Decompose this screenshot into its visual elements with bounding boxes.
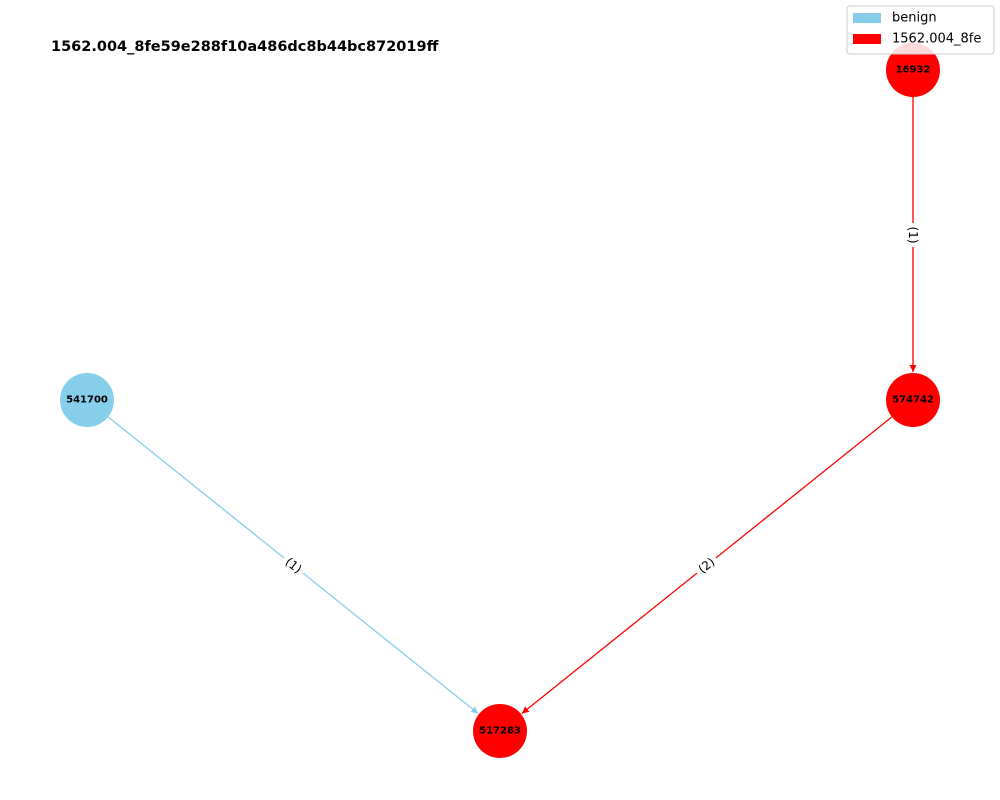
- node-circle[interactable]: [60, 373, 114, 427]
- edge-16932-574742: (1): [905, 97, 921, 372]
- node-circle[interactable]: [473, 704, 527, 758]
- graph-title: 1562.004_8fe59e288f10a486dc8b44bc872019f…: [51, 39, 439, 55]
- node-label: 16932: [896, 65, 931, 76]
- node-circle[interactable]: [886, 373, 940, 427]
- legend-swatch: [853, 13, 881, 23]
- edges-layer: (1)(2)(1): [107, 97, 921, 714]
- node-16932[interactable]: 16932: [886, 43, 940, 97]
- node-541700[interactable]: 541700: [60, 373, 114, 427]
- edge-label-background: [279, 551, 308, 580]
- node-label: 517283: [479, 726, 521, 737]
- edge-label: (1): [906, 227, 920, 244]
- legend-item: benign: [853, 11, 937, 26]
- legend-swatch: [853, 34, 881, 44]
- edge-label-background: [692, 551, 721, 580]
- node-517283[interactable]: 517283: [473, 704, 527, 758]
- node-574742[interactable]: 574742: [886, 373, 940, 427]
- node-label: 574742: [892, 395, 934, 406]
- legend-label: 1562.004_8fe: [892, 32, 981, 47]
- legend: benign 1562.004_8fe: [846, 5, 995, 55]
- edge-574742-517283: (2): [521, 416, 893, 714]
- node-label: 541700: [66, 395, 108, 406]
- legend-label: benign: [892, 11, 937, 26]
- edge-541700-517283: (1): [107, 416, 479, 714]
- node-circle[interactable]: [886, 43, 940, 97]
- nodes-layer: 16932 574742 541700 517283: [60, 43, 940, 758]
- legend-frame: [846, 5, 995, 55]
- edge-label-background: [905, 223, 921, 247]
- legend-item: 1562.004_8fe: [853, 32, 981, 47]
